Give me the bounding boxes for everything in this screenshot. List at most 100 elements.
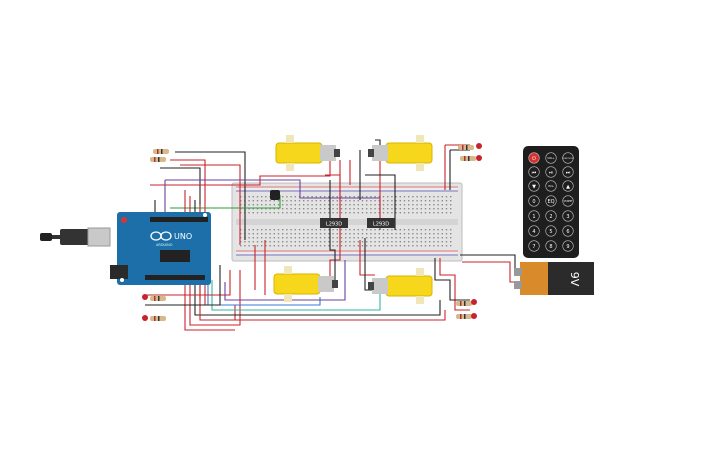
remote-key[interactable]: [562, 195, 574, 207]
breadboard-hole: [399, 229, 401, 231]
breadboard-hole: [391, 200, 393, 202]
vol-down-button[interactable]: [545, 180, 557, 192]
breadboard-hole: [273, 204, 275, 206]
breadboard-hole: [336, 212, 338, 214]
breadboard-hole: [403, 208, 406, 210]
dc-motor-bottom-right[interactable]: [368, 268, 433, 304]
breadboard-hole: [361, 196, 364, 198]
remote-key[interactable]: [562, 225, 574, 237]
breadboard-hole: [399, 245, 401, 247]
next-button[interactable]: [562, 166, 574, 178]
dc-motor-top-right[interactable]: [368, 135, 433, 171]
breadboard-hole: [252, 196, 254, 198]
breadboard-hole: [252, 241, 254, 243]
remote-key[interactable]: [545, 225, 557, 237]
breadboard-hole: [240, 245, 242, 247]
breadboard-hole: [387, 245, 389, 247]
remote-key[interactable]: [562, 240, 574, 252]
breadboard-hole: [277, 233, 280, 235]
breadboard-hole: [399, 200, 401, 202]
down-button[interactable]: [528, 180, 540, 192]
previous-button[interactable]: [528, 166, 540, 178]
battery-9v[interactable]: 9V: [514, 262, 594, 295]
motor-driver-chip-1[interactable]: L293D: [320, 218, 348, 228]
breadboard-hole: [324, 233, 326, 235]
breadboard-hole: [366, 208, 368, 210]
remote-key[interactable]: [528, 240, 540, 252]
up-button[interactable]: [562, 180, 574, 192]
breadboard-hole: [416, 241, 418, 243]
play-pause-button[interactable]: [545, 166, 557, 178]
remote-key[interactable]: [528, 225, 540, 237]
breadboard-hole: [361, 204, 364, 206]
breadboard-hole: [319, 204, 322, 206]
breadboard-hole: [269, 233, 271, 235]
breadboard-hole: [294, 208, 296, 210]
breadboard-hole: [256, 204, 259, 206]
breadboard-hole: [441, 241, 443, 243]
breadboard-hole: [328, 200, 330, 202]
wire-red: [325, 174, 341, 290]
dc-motor-bottom-left[interactable]: [273, 266, 338, 302]
arduino-uno-board[interactable]: UNO ARDUINO: [40, 212, 211, 285]
breadboard-hole: [450, 245, 452, 247]
breadboard-hole: [424, 212, 427, 214]
breadboard-hole: [340, 237, 343, 239]
breadboard-hole: [261, 212, 263, 214]
resistor: [460, 156, 476, 161]
resistor: [150, 157, 166, 162]
breadboard-hole: [248, 204, 250, 206]
breadboard-hole: [261, 229, 263, 231]
vol-up-button[interactable]: [545, 152, 557, 164]
breadboard-hole: [395, 229, 397, 231]
breadboard-hole: [378, 233, 380, 235]
breadboard-hole: [345, 229, 347, 231]
breadboard-hole: [391, 204, 393, 206]
breadboard-hole: [357, 196, 359, 198]
remote-icon: ▲: [566, 184, 570, 190]
remote-key[interactable]: [545, 195, 557, 207]
remote-key[interactable]: [562, 210, 574, 222]
breadboard-hole: [429, 245, 431, 247]
remote-key[interactable]: [528, 195, 540, 207]
breadboard-hole: [378, 208, 380, 210]
breadboard-hole: [269, 212, 271, 214]
func-stop-button[interactable]: [562, 152, 574, 164]
breadboard-hole: [332, 241, 334, 243]
breadboard-hole: [277, 237, 280, 239]
breadboard-hole: [290, 245, 292, 247]
breadboard-hole: [315, 196, 317, 198]
remote-key[interactable]: [528, 210, 540, 222]
dc-motor-top-left[interactable]: [275, 135, 340, 171]
breadboard-hole: [387, 200, 389, 202]
breadboard-hole: [437, 200, 439, 202]
breadboard-hole: [240, 200, 242, 202]
breadboard-hole: [336, 200, 338, 202]
breadboard-hole: [370, 196, 372, 198]
breadboard-hole: [282, 229, 284, 231]
breadboard-hole: [370, 204, 372, 206]
breadboard-hole: [265, 241, 267, 243]
breadboard-hole: [252, 233, 254, 235]
breadboard-hole: [399, 212, 401, 214]
breadboard-hole: [265, 200, 267, 202]
breadboard-hole: [328, 233, 330, 235]
breadboard-hole: [265, 237, 267, 239]
breadboard-hole: [395, 200, 397, 202]
motor-driver-chip-2[interactable]: L293D: [367, 218, 395, 228]
breadboard-hole: [332, 208, 334, 210]
breadboard-hole: [315, 212, 317, 214]
remote-key[interactable]: [545, 210, 557, 222]
led-red: [142, 294, 148, 300]
breadboard-hole: [294, 229, 296, 231]
logo-text: UNO: [174, 232, 192, 241]
power-button[interactable]: [528, 152, 540, 164]
remote-key[interactable]: [545, 240, 557, 252]
breadboard-hole: [328, 241, 330, 243]
breadboard-hole: [244, 245, 246, 247]
ir-receiver[interactable]: [270, 190, 280, 200]
breadboard-hole: [248, 241, 250, 243]
breadboard-hole: [240, 204, 242, 206]
